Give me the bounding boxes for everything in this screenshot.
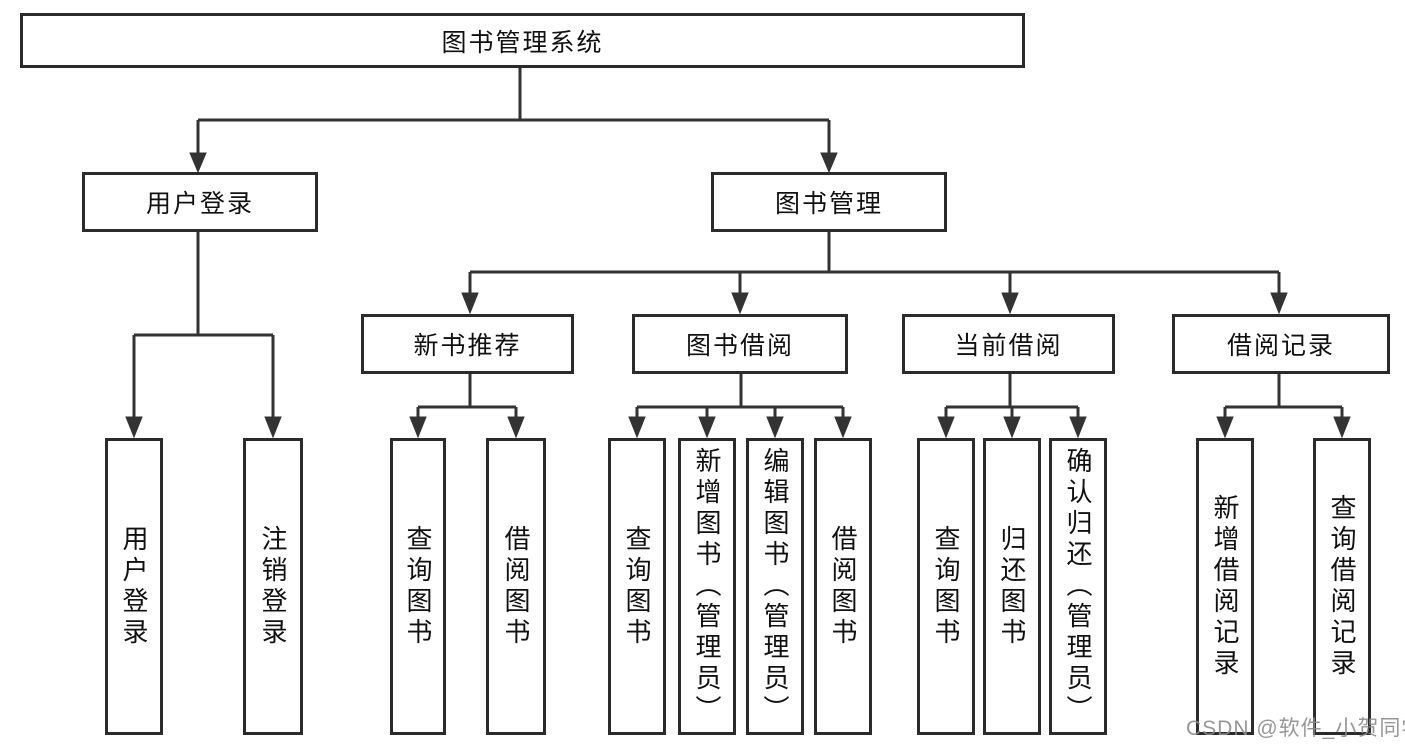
node-user-login: 用户登录 (82, 172, 318, 232)
leaf-label: 借阅图书 (501, 524, 531, 649)
node-current-borrow-label: 当前借阅 (954, 332, 1063, 360)
leaf-label: 查询借阅记录 (1327, 493, 1357, 680)
arrow-down-icon (1333, 416, 1351, 439)
arrow-down-icon (1001, 292, 1019, 315)
node-borrow-record: 借阅记录 (1172, 314, 1390, 374)
node-book-management-label: 图书管理 (774, 190, 883, 218)
arrow-down-icon (834, 416, 852, 439)
arrow-down-icon (1216, 416, 1234, 439)
node-book-borrow: 图书借阅 (632, 314, 848, 374)
node-root: 图书管理系统 (20, 13, 1025, 68)
leaf-label: 查询图书 (931, 524, 961, 649)
node-current-borrow: 当前借阅 (902, 314, 1115, 374)
watermark: CSDN @软件_小贺同学 (1186, 717, 1405, 740)
leaf-label: 编辑图书（管理员） (760, 447, 790, 726)
node-leaf-cb-return-book: 归还图书 (983, 438, 1041, 735)
leaf-label: 用户登录 (119, 524, 149, 649)
leaf-label: 查询图书 (403, 524, 433, 649)
leaf-label: 注销登录 (258, 524, 288, 649)
arrow-down-icon (264, 416, 282, 439)
arrow-down-icon (1069, 416, 1087, 439)
node-leaf-nbr-borrow-book: 借阅图书 (486, 438, 546, 735)
node-leaf-bb-borrow-book: 借阅图书 (814, 438, 872, 735)
arrow-down-icon (507, 416, 525, 439)
arrow-down-icon (1003, 416, 1021, 439)
node-leaf-nbr-query-book: 查询图书 (390, 438, 446, 735)
leaf-label: 借阅图书 (828, 524, 858, 649)
node-leaf-user-login-action: 用户登录 (105, 438, 163, 735)
node-book-borrow-label: 图书借阅 (685, 332, 794, 360)
node-root-label: 图书管理系统 (441, 28, 604, 57)
leaf-label: 新增借阅记录 (1210, 493, 1240, 680)
node-user-login-label: 用户登录 (145, 190, 254, 218)
node-new-book-recommend: 新书推荐 (361, 314, 574, 374)
arrow-down-icon (1270, 292, 1288, 315)
node-leaf-cb-query-book: 查询图书 (917, 438, 975, 735)
arrow-down-icon (189, 152, 207, 174)
leaf-label: 新增图书（管理员） (692, 447, 722, 726)
node-leaf-bb-add-book-admin: 新增图书（管理员） (678, 438, 736, 735)
node-new-book-recommend-label: 新书推荐 (413, 332, 522, 360)
leaf-label: 确认归还（管理员） (1063, 447, 1093, 726)
arrow-down-icon (731, 292, 749, 315)
node-leaf-br-query-record: 查询借阅记录 (1313, 438, 1371, 735)
node-leaf-cb-confirm-return-admin: 确认归还（管理员） (1049, 438, 1107, 735)
arrow-down-icon (766, 416, 784, 439)
arrow-down-icon (125, 416, 143, 439)
node-book-management: 图书管理 (711, 172, 947, 232)
leaf-label: 查询图书 (622, 524, 652, 649)
arrow-down-icon (698, 416, 716, 439)
arrow-down-icon (628, 416, 646, 439)
leaf-label: 归还图书 (997, 524, 1027, 649)
node-leaf-bb-edit-book-admin: 编辑图书（管理员） (746, 438, 804, 735)
node-leaf-br-add-record: 新增借阅记录 (1196, 438, 1254, 735)
arrow-down-icon (409, 416, 427, 439)
arrow-down-icon (937, 416, 955, 439)
node-borrow-record-label: 借阅记录 (1226, 332, 1335, 360)
arrow-down-icon (461, 292, 479, 315)
node-leaf-bb-query-book: 查询图书 (608, 438, 666, 735)
arrow-down-icon (820, 152, 838, 174)
node-leaf-logout-action: 注销登录 (243, 438, 303, 735)
